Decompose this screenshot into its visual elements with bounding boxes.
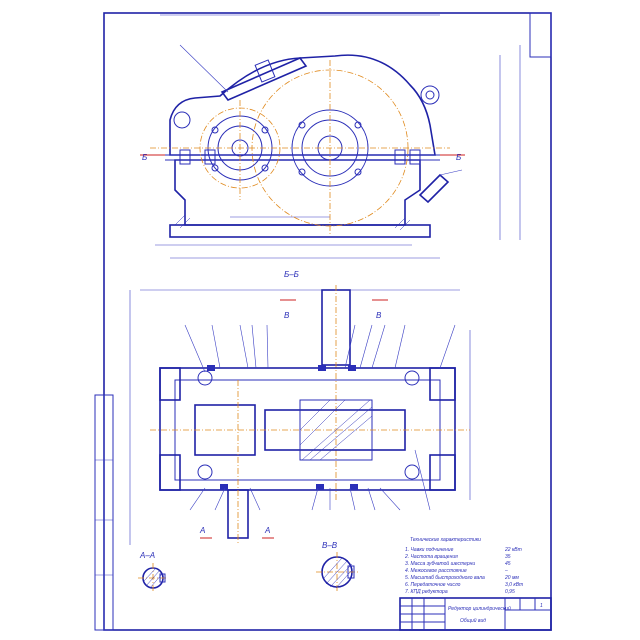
oil-gauge [418, 173, 450, 204]
note-value-5: 20 мм [504, 575, 519, 581]
note-2: 2. Частота вращения [404, 554, 458, 560]
title-block: Редуктор цилиндрический Общий вид 1 [399, 597, 552, 631]
inspection-cover [220, 57, 308, 101]
note-value-4: – [504, 568, 508, 574]
title-block-sheet: 1 [540, 603, 543, 609]
note-value-7: 0,95 [505, 589, 515, 595]
notes-title: Технические характеристики [410, 537, 481, 543]
note-5: 5. Масштаб быстроходного вала [405, 575, 485, 581]
section-mark-right: Б [456, 153, 461, 162]
note-value-1: 22 кВт [504, 547, 522, 553]
note-6: 6. Передаточное число [405, 582, 461, 588]
note-value-2: 35 [505, 554, 511, 560]
cut-mark-a-left: А [199, 526, 205, 535]
housing-lower [174, 159, 421, 226]
note-4: 4. Межосевое расстояние [405, 568, 467, 574]
cut-mark-a-right: А [264, 526, 270, 535]
sheet-frame [103, 12, 552, 631]
section-mark-left: Б [142, 153, 147, 162]
section-vv-label: В–В [322, 541, 338, 550]
housing-upper [169, 54, 436, 156]
section-v-right: В [376, 311, 382, 320]
section-v-left: В [284, 311, 290, 320]
note-3: 3. Масса зубчатой шестерни [405, 560, 475, 567]
note-value-3: 45 [505, 561, 511, 567]
corner-stamp [529, 12, 552, 58]
title-block-name: Редуктор цилиндрический [448, 605, 511, 612]
top-view: Б Б [140, 14, 521, 259]
section-aa-label: А–А [139, 551, 155, 560]
middle-section-title: Б–Б [284, 270, 299, 279]
note-7: 7. КПД редуктора [405, 589, 448, 595]
note-1: 1. Чавки подчинение [405, 547, 454, 553]
technical-notes: Технические характеристики 1. Чавки подч… [404, 537, 523, 595]
section-aa-view: А–А [138, 551, 168, 593]
base-flange [169, 224, 431, 238]
section-vv-view: В–В [316, 541, 358, 592]
middle-section-view: Б–Б [129, 270, 471, 545]
note-value-6: 3,0 кВт [505, 582, 523, 588]
title-block-subtitle: Общий вид [460, 617, 486, 624]
housing-section [159, 367, 456, 491]
